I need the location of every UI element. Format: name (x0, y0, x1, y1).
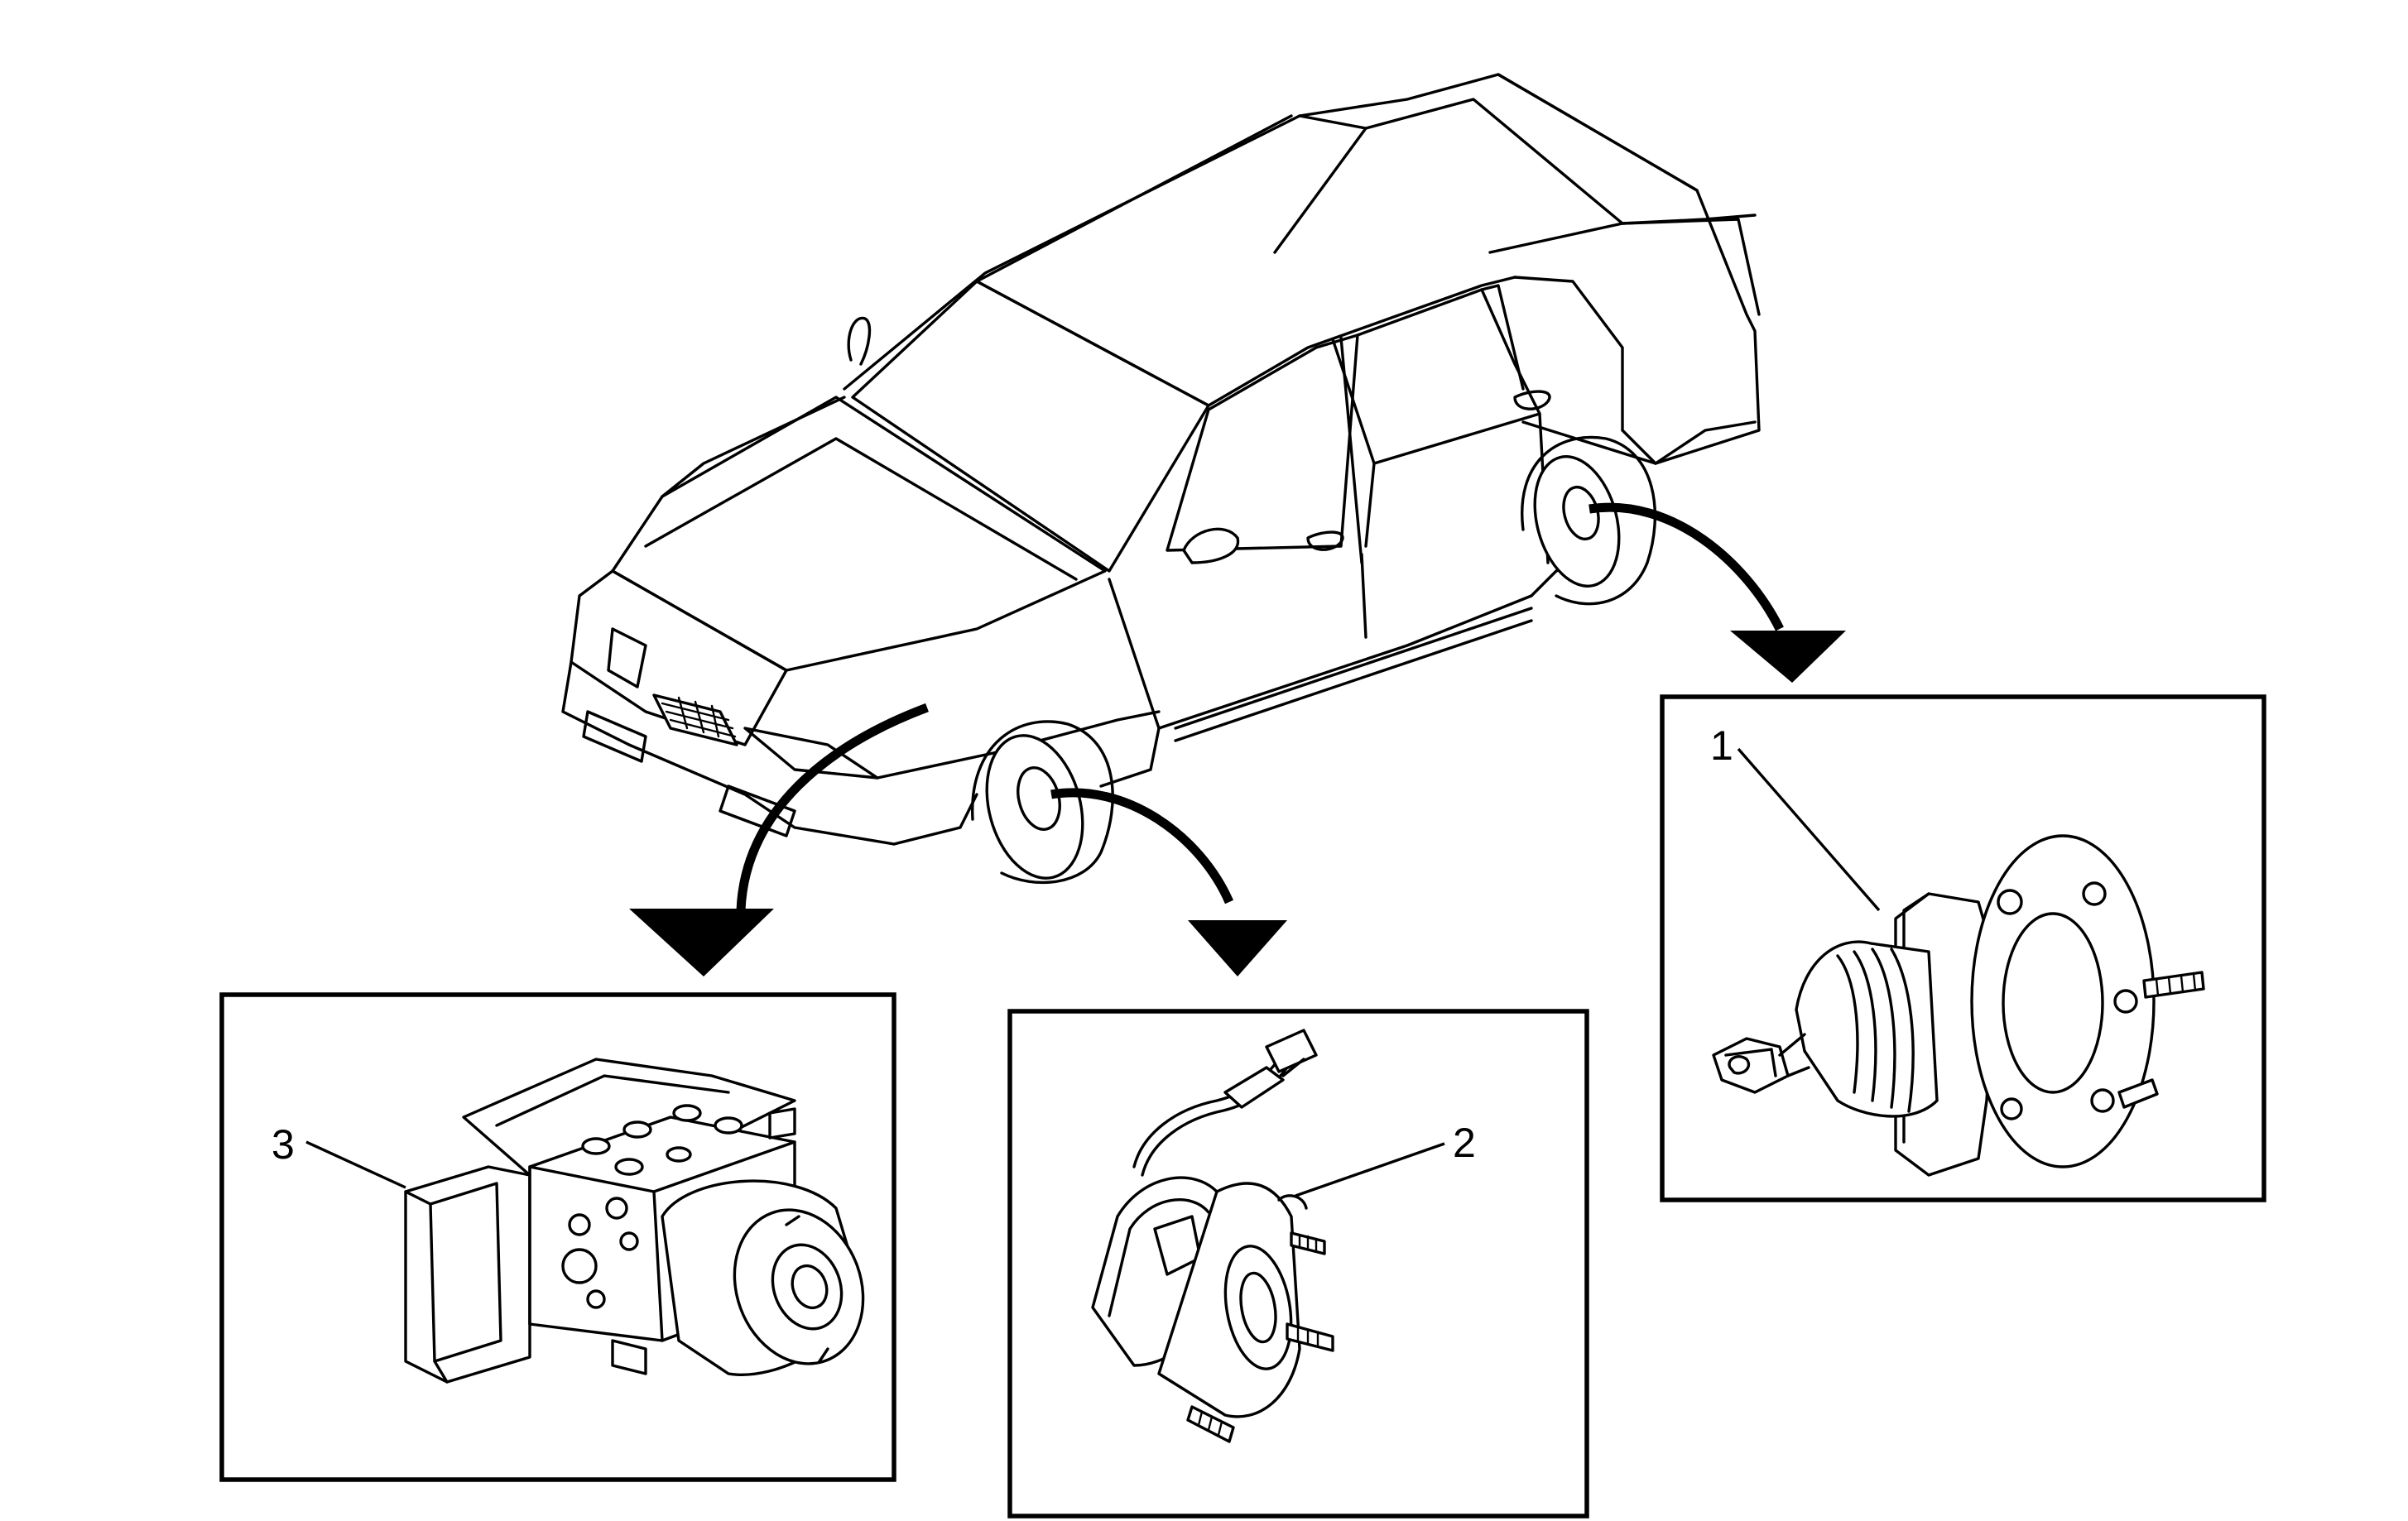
callout-1-leader (1737, 747, 1881, 912)
arrow-to-abs-module (629, 703, 929, 976)
callout-2-label: 2 (1453, 1120, 1476, 1166)
rear-hub-panel: 1 (1660, 694, 2266, 1202)
callout-1-label: 1 (1710, 722, 1733, 769)
callout-3-label: 3 (272, 1121, 295, 1168)
arrow-to-rear-hub (1589, 502, 1846, 683)
callout-3-leader (305, 1140, 406, 1189)
rear-wheel-bearing-hub-illustration (1712, 834, 2205, 1177)
abs-module-illustration (404, 1058, 865, 1384)
callout-2-leader (1295, 1142, 1445, 1197)
front-hub-frame (1007, 1009, 1589, 1519)
arrow-to-front-hub (1050, 788, 1287, 976)
front-wheel (971, 720, 1114, 885)
abs-module-panel: 3 (219, 992, 896, 1482)
front-wheel-bearing-hub-illustration (1091, 1029, 1334, 1443)
vehicle-illustration (561, 73, 1761, 885)
front-hub-panel: 2 (1007, 1009, 1589, 1519)
